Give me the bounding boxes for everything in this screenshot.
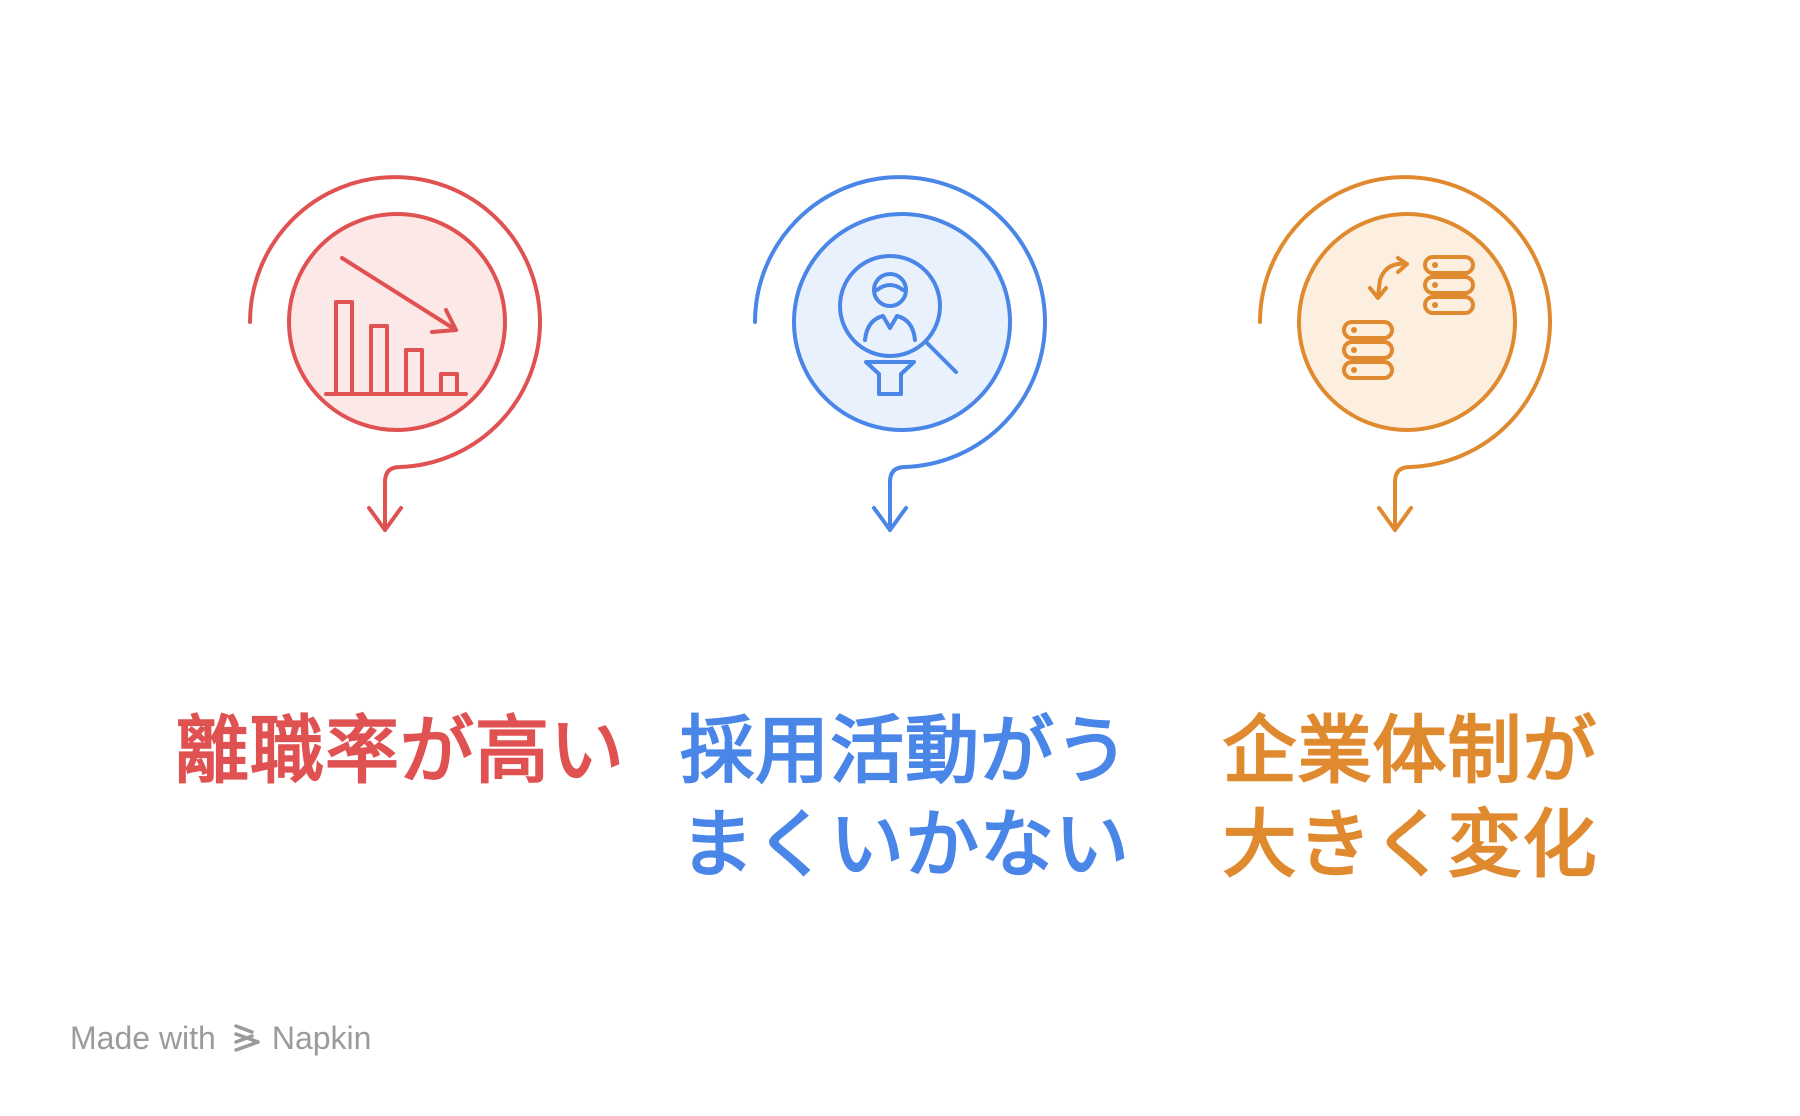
red-circular-arrow — [248, 175, 542, 532]
item-high-turnover: 離職率が高い — [120, 0, 680, 1116]
label-line-1: 離職率が高い — [175, 708, 625, 794]
item-label: 企業体制が 大きく変化 — [1130, 704, 1690, 892]
blue-circular-arrow — [753, 175, 1047, 532]
red-arrow-head — [367, 506, 403, 532]
orange-arrow-head — [1377, 506, 1413, 532]
item-organizational-change: 企業体制が 大きく変化 — [1130, 0, 1690, 1116]
server-dots — [1351, 262, 1438, 373]
blue-arc — [753, 175, 1047, 532]
blue-arrow-head — [872, 506, 908, 532]
napkin-logo-icon — [234, 1024, 260, 1052]
red-inner-circle — [287, 212, 507, 432]
brand-name: Napkin — [271, 1019, 372, 1056]
label-line-2: まくいかない — [680, 802, 1130, 888]
blue-inner-circle — [792, 212, 1012, 432]
item-label: 離職率が高い — [120, 704, 680, 798]
made-with-text: Made with — [70, 1019, 216, 1056]
orange-circular-arrow — [1258, 175, 1552, 532]
label-line-1: 企業体制が — [1222, 708, 1598, 794]
declining-bar-chart-icon — [324, 256, 468, 396]
made-with-napkin-footer: Made with Napkin — [70, 1016, 371, 1060]
item-label: 採用活動がう まくいかない — [625, 704, 1185, 892]
label-line-2: 大きく変化 — [1222, 802, 1598, 888]
orange-inner-circle — [1297, 212, 1517, 432]
label-line-1: 採用活動がう — [680, 708, 1130, 794]
item-recruitment-trouble: 採用活動がう まくいかない — [625, 0, 1185, 1116]
organization-change-icon — [1342, 255, 1475, 380]
orange-arc — [1258, 175, 1552, 532]
recruitment-search-icon — [838, 254, 958, 396]
red-arc — [248, 175, 542, 532]
